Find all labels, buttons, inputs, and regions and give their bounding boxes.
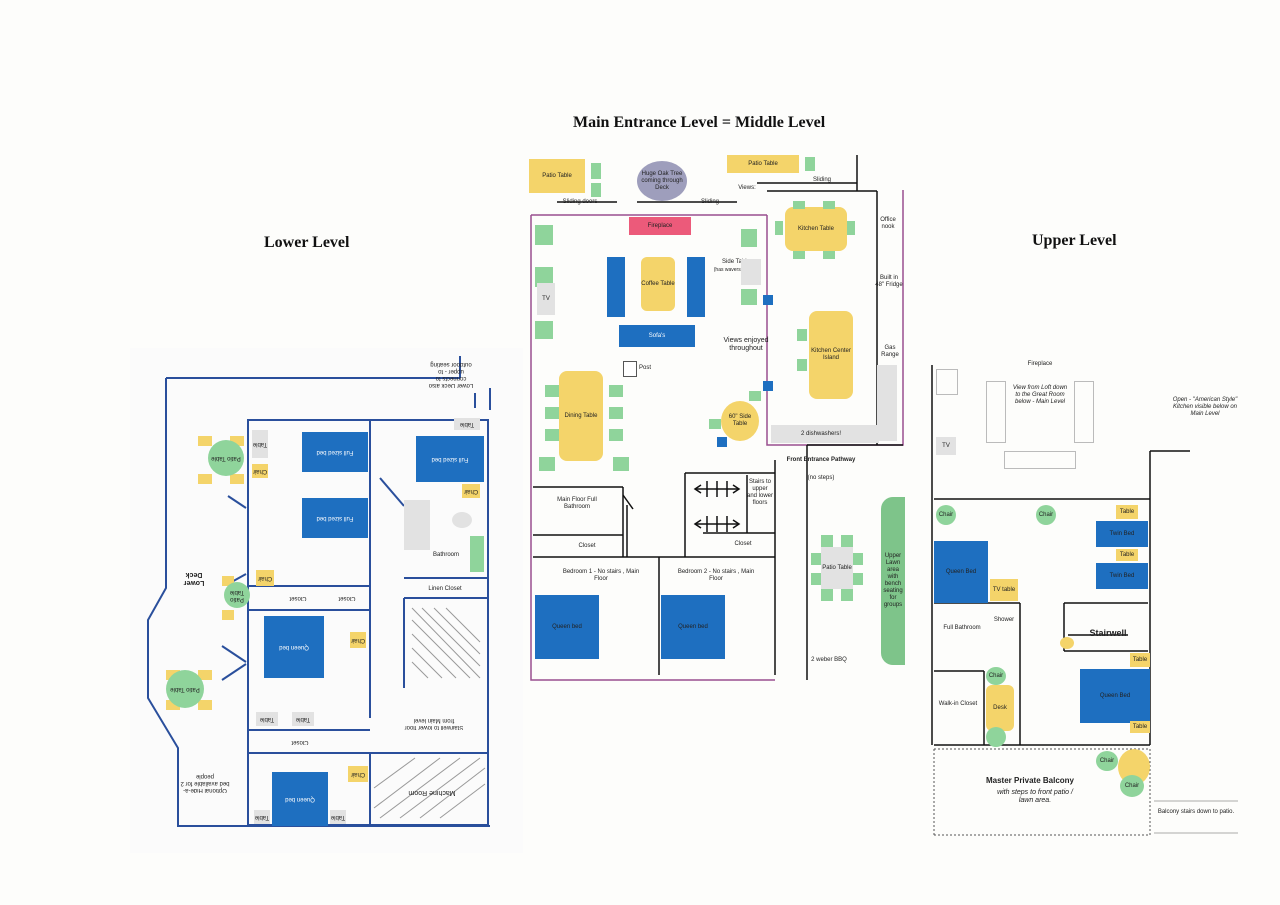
views-top-label: Views: [738,185,756,191]
upper-level-title: Upper Level [1032,232,1117,249]
lower-closet-3: Closet [291,739,309,745]
middle-level-walls [530,155,904,681]
lower-bed-2: Full sized bed [302,498,368,538]
lower-table-1: Table [252,430,268,458]
sliding-top-label: Sliding [812,177,831,183]
lower-machine-room: Machine Room [408,789,456,796]
oak-tree: Huge Oak Tree coming through Deck [637,161,687,201]
fireplace: Fireplace [629,217,691,235]
lower-patio-table-2: Patio Table [224,582,250,608]
upper-shower: Shower [993,617,1015,623]
balcony-stairs-label: Balcony stairs down to patio. [1157,809,1235,815]
lower-closet-1: Closet [289,595,307,601]
tv: TV [537,283,555,315]
tv-table: TV table [990,579,1018,601]
upper-full-bath: Full Bathroom [943,625,981,631]
lower-chair-5: Chair [348,766,368,782]
upper-table-4: Table [1130,721,1150,733]
lower-bed-4: Queen bed [272,772,328,826]
twin-bed-2: Twin Bed [1096,563,1148,589]
kitchen-island: Kitchen Center Island [809,311,853,399]
upper-table-1: Table [1116,505,1138,519]
upper-chair-5: Chair [1120,775,1144,797]
bedroom-1-label: Bedroom 1 - No stairs , Main Floor [562,569,640,582]
sliding-doors-label: Sliding doors [562,199,598,205]
lower-table-5: Table [254,810,270,824]
views-enjoyed-label: Views enjoyed throughout [723,337,769,352]
lower-linen-closet: Linen Closet [428,586,462,592]
lower-stairwell-note: Stairwell to lower floor from Main level [404,717,464,730]
lower-table-2: Table [454,418,480,430]
lower-level-walls [147,356,491,827]
dining-table: Dining Table [559,371,603,461]
lower-closet-2: Closet [338,595,356,601]
lower-table-6: Table [330,810,346,824]
lower-bed-5: Full sized bed [416,436,484,482]
upper-desk: Desk [986,685,1014,731]
coffee-table: Coffee Table [641,257,675,311]
walk-in-closet: Walk-in Closet [938,701,978,707]
lower-table-4: Table [292,712,314,726]
middle-patio-table: Patio Table [821,547,853,589]
upper-level-plan: Fireplace View from Loft down to the Gre… [928,355,1248,840]
upper-chair-2: Chair [1036,505,1056,525]
lower-bed-1: Full sized bed [302,432,368,472]
upper-chair-4: Chair [1096,751,1118,771]
main-bath-label: Main Floor Full Bathroom [557,497,597,510]
gas-range: Gas Range [881,345,899,358]
upper-lawn: Upper Lawn area with bench seating for g… [881,497,905,665]
upper-queen-bed-1: Queen Bed [934,541,988,603]
upper-view-note: View from Loft down to the Great Room be… [1012,385,1068,405]
upper-kitchen-note: Open - "American Style" Kitchen visible … [1172,397,1238,417]
upper-tv: TV [936,437,956,455]
sliding-mid-label: Sliding [700,199,719,205]
built-in-fridge: Built in 48" Fridge [875,275,903,288]
upper-fireplace-label: Fireplace [1027,361,1053,367]
lower-level-plan: Patio Table Patio Table Patio Table Lowe… [130,348,523,853]
middle-queen-bed-2: Queen bed [661,595,725,659]
upper-table-2: Table [1116,549,1138,561]
no-steps-label: (no steps) [807,475,835,481]
lower-deck-label: Lower Deck [183,571,205,586]
lower-chair-2: Chair [462,484,480,498]
master-balcony-note: with steps to front patio / lawn area. [997,789,1073,804]
lower-chair-4: Chair [350,632,366,648]
middle-queen-bed-1: Queen bed [535,595,599,659]
middle-closet-2: Closet [734,541,752,547]
lower-chair-3: Chair [256,570,274,586]
lower-chair-1: Chair [252,464,268,478]
office-nook: Office nook [880,217,896,230]
twin-bed-1: Twin Bed [1096,521,1148,547]
lower-patio-table-3: Patio Table [166,670,204,708]
stairs-label: Stairs to upper and lower floors [747,479,774,506]
master-balcony-label: Master Private Balcony [985,776,1075,785]
upper-table-3: Table [1130,653,1150,667]
main-level-title: Main Entrance Level = Middle Level [573,114,826,131]
lower-bathroom: Bathroom [432,552,459,558]
upper-chair-3: Chair [986,667,1006,685]
bbq-label: 2 weber BBQ [811,657,847,663]
bedroom-2-label: Bedroom 2 - No stairs , Main Floor [677,569,755,582]
kitchen-table: Kitchen Table [785,207,847,251]
middle-closet-1: Closet [578,543,596,549]
upper-chair-1: Chair [936,505,956,525]
lower-hide-a-bed-note: Optional Hide-a-bed available for 2 peop… [180,773,230,793]
dishwashers-label: 2 dishwashers! [800,431,842,437]
lower-level-title: Lower Level [264,234,350,251]
lower-deck-note: Lower Deck also connects to upper - to o… [428,361,474,388]
lower-bed-3: Queen bed [264,616,324,678]
upper-stairwell: Stairwell [1089,628,1127,638]
front-entrance-label: Front Entrance Pathway [786,457,856,463]
upper-queen-bed-2: Queen Bed [1080,669,1150,723]
lower-patio-table-1: Patio Table [208,440,244,476]
sofa: Sofa's [619,325,695,347]
side-table-60: 60" Side Table [721,401,759,441]
post-label: Post [638,365,651,371]
middle-patio-table-top2: Patio Table [727,155,799,173]
lower-table-3: Table [256,712,278,726]
middle-level-plan: Patio Table Huge Oak Tree coming through… [527,155,907,685]
middle-patio-table-top: Patio Table [529,159,585,193]
